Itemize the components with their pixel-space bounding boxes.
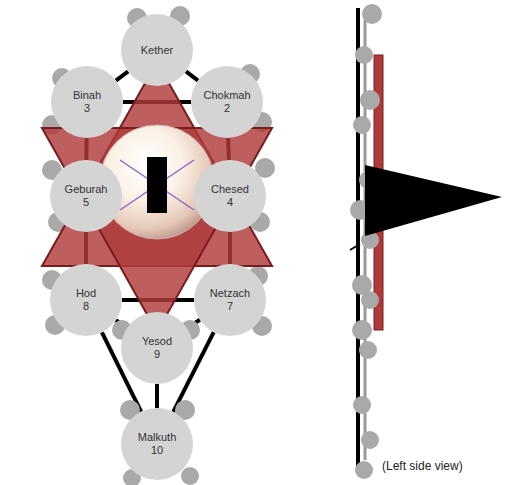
path-line [116,71,128,80]
sephirah-name: Hod [76,287,96,300]
sephirah-number: 3 [84,102,90,115]
sephirah-name: Chesed [211,183,249,196]
sephirah-name: Chokmah [203,89,250,102]
sephirah-circle: Hod8 [50,264,122,336]
sephirah-number: 8 [83,300,89,313]
view-label: (Left side view) [382,459,463,473]
sephirah-number: 10 [151,444,163,457]
sephirah-circle: Binah3 [51,66,123,138]
sephirah-circle: Yesod9 [121,312,193,384]
sephirah-circle: Kether [121,14,193,86]
decor-circles [42,6,275,485]
hexagram [42,62,272,332]
black-bar [147,157,167,213]
sephirah-circle: Geburah5 [50,160,122,232]
side-view [350,4,502,479]
sephirah-name: Geburah [65,183,108,196]
sephirah-name: Yesod [142,335,172,348]
sephirah-circle: Malkuth10 [121,408,193,480]
sephirah-circle: Netzach7 [194,264,266,336]
sephirah-name: Binah [73,89,101,102]
sephirah-number: 4 [227,196,233,209]
sephirah-number: 2 [224,102,230,115]
sephirah-name: Netzach [210,287,250,300]
sephirah-name: Kether [141,44,173,57]
path-line [186,71,198,80]
sephirah-circle: Chokmah2 [191,66,263,138]
sephirah-circle: Chesed4 [194,160,266,232]
sephirah-name: Malkuth [138,431,177,444]
path-line [155,384,159,408]
sephirah-number: 7 [227,300,233,313]
sephirah-number: 5 [83,196,89,209]
sephirah-number: 9 [154,348,160,361]
